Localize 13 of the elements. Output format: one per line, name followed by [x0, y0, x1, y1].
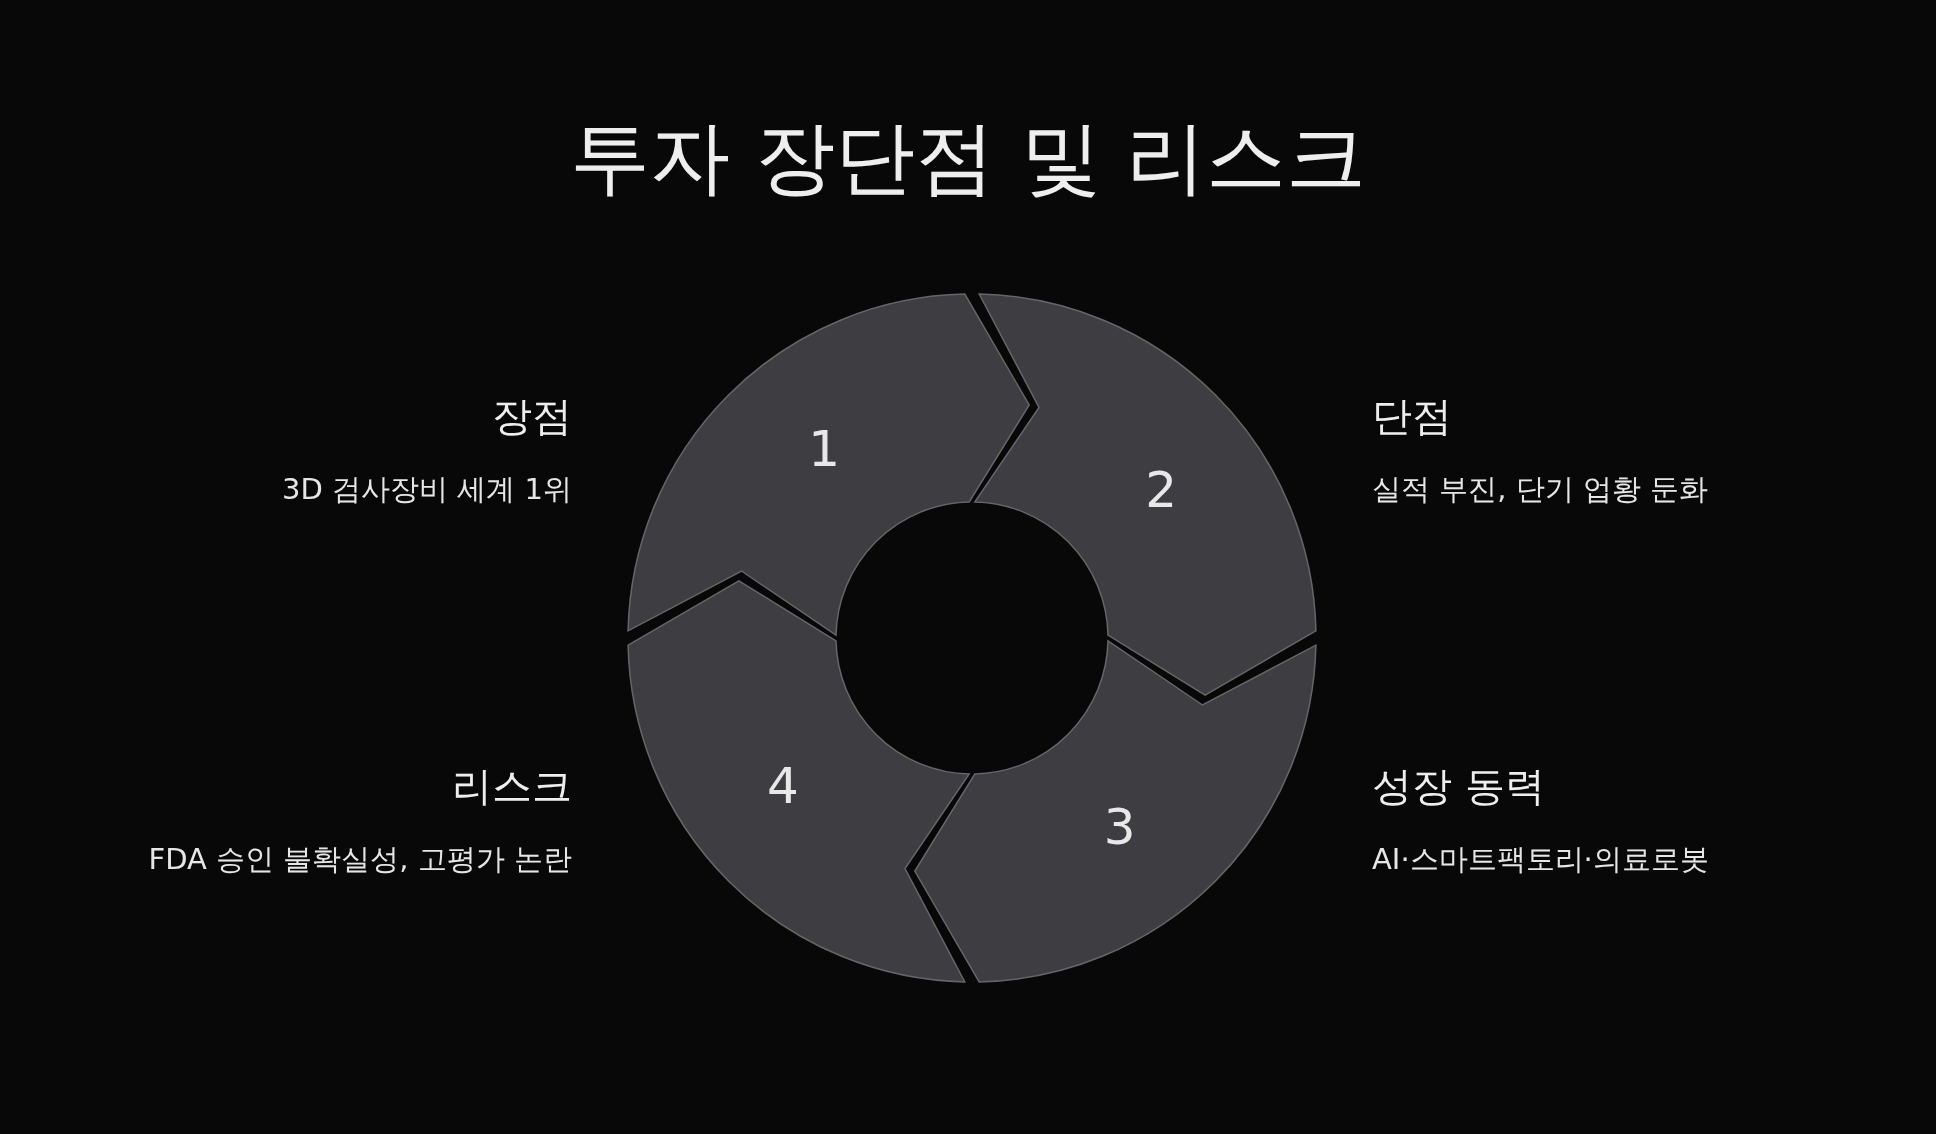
- step-number: 1: [808, 420, 841, 477]
- title: 투자 장단점 및 리스크: [568, 110, 1368, 206]
- description: 3D 검사장비 세계 1위: [282, 471, 572, 508]
- heading: 단점: [1372, 392, 1452, 440]
- step-number: 2: [1145, 462, 1177, 519]
- description: FDA 승인 불확실성, 고평가 논란: [148, 841, 572, 878]
- heading: 리스크: [452, 762, 572, 810]
- description: AI·스마트팩토리·의료로봇: [1372, 841, 1709, 878]
- step-number: 4: [766, 757, 799, 814]
- heading: 성장 동력: [1372, 762, 1545, 810]
- heading: 장점: [492, 392, 572, 440]
- step-number: 3: [1103, 799, 1136, 856]
- description: 실적 부진, 단기 업황 둔화: [1372, 471, 1709, 508]
